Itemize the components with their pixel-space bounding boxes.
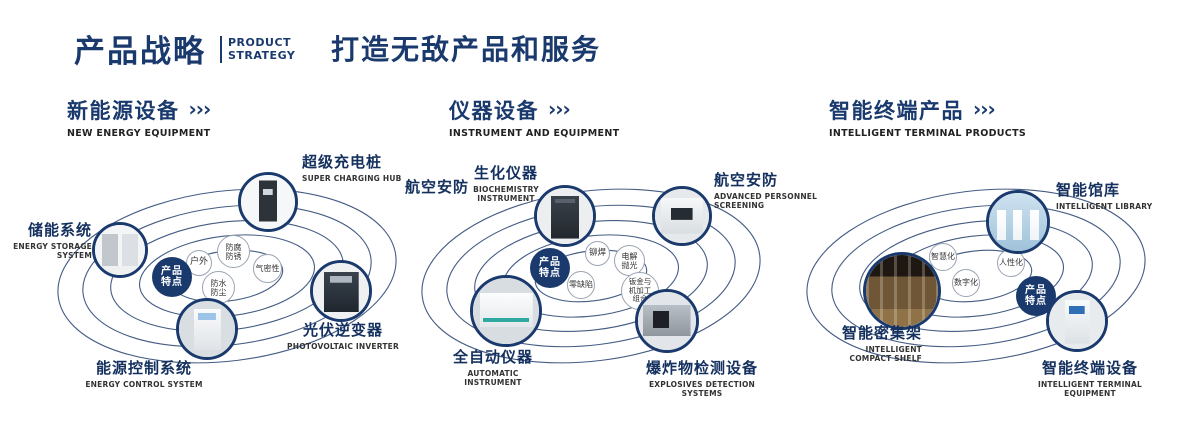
product-label-intelligent-library: 智能馆库 INTELLIGENT LIBRARY — [1056, 179, 1166, 211]
product-label-energy-control: 能源控制系统 ENERGY CONTROL SYSTEM — [80, 357, 208, 389]
product-name-en: BIOCHEMISTRY INSTRUMENT — [473, 185, 539, 203]
product-name-en: ENERGY CONTROL SYSTEM — [85, 380, 203, 389]
product-name-en: INTELLIGENT LIBRARY — [1056, 202, 1153, 211]
product-name: 智能密集架 — [841, 324, 922, 342]
product-label-automatic-instrument: 全自动仪器 AUTOMATIC INSTRUMENT — [438, 346, 548, 387]
feature-bubble: 零缺陷 — [567, 271, 595, 299]
compact-shelf-image — [866, 255, 938, 327]
feature-bubble: 智慧化 — [929, 243, 957, 271]
feature-bubble: 铆焊 — [585, 241, 610, 266]
product-circle-energy-control — [176, 298, 238, 360]
product-name-en: EXPLOSIVES DETECTION SYSTEMS — [648, 380, 756, 398]
badge-line2: 特点 — [161, 277, 183, 288]
page-title-en-line1: PRODUCT — [228, 36, 292, 49]
product-name-en: AUTOMATIC INSTRUMENT — [464, 369, 522, 387]
page-title: 产品战略 — [74, 34, 206, 70]
super-charger-image — [241, 175, 295, 229]
product-features-badge: 产品 特点 — [152, 257, 192, 297]
product-name: 爆炸物检测设备 — [645, 359, 758, 377]
pv-inverter-image — [313, 263, 369, 319]
personnel-screening-image — [655, 189, 709, 243]
product-name: 航空安防 — [714, 171, 779, 189]
product-name-en: INTELLIGENT COMPACT SHELF — [849, 345, 922, 363]
section-subtitle-en: NEW ENERGY EQUIPMENT — [67, 128, 211, 139]
badge-line1: 产品 — [161, 265, 183, 277]
badge-line1: 产品 — [539, 256, 561, 268]
section-title: 仪器设备 — [449, 99, 539, 123]
badge-line1: 产品 — [1025, 284, 1047, 296]
product-label-energy-storage: 储能系统 ENERGY STORAGE SYSTEM — [6, 219, 92, 260]
page-title-en: PRODUCT STRATEGY — [228, 36, 295, 62]
badge-line2: 特点 — [539, 268, 561, 279]
terminal-equipment-image — [1049, 293, 1105, 349]
triple-chevron-icon: ››› — [973, 96, 996, 121]
biochemistry-image — [537, 188, 593, 244]
automatic-instrument-image — [473, 278, 539, 344]
product-circle-pv-inverter — [310, 260, 372, 322]
product-circle-explosives-detection — [635, 289, 699, 353]
product-name: 全自动仪器 — [452, 348, 533, 366]
product-features-badge: 产品 特点 — [530, 248, 570, 288]
product-circle-energy-storage — [92, 222, 148, 278]
product-label-super-charger: 超级充电桩 SUPER CHARGING HUB — [302, 151, 420, 183]
product-name: 智能终端设备 — [1041, 359, 1138, 377]
feature-bubble: 人性化 — [997, 249, 1025, 277]
product-label-personnel-screening: 航空安防 ADVANCED PERSONNEL SCREENING — [714, 169, 822, 210]
triple-chevron-icon: ››› — [188, 96, 212, 121]
product-circle-biochemistry — [534, 185, 596, 247]
product-name-en: SUPER CHARGING HUB — [302, 174, 402, 183]
feature-bubble: 气密性 — [253, 254, 282, 283]
product-circle-super-charger — [238, 172, 298, 232]
product-circle-automatic-instrument — [470, 275, 542, 347]
product-name-en: PHOTOVOLTAIC INVERTER — [287, 342, 399, 351]
section-subtitle-en: INSTRUMENT AND EQUIPMENT — [449, 128, 620, 139]
feature-bubble: 防腐防锈 — [217, 235, 250, 268]
product-circle-compact-shelf — [863, 252, 941, 330]
page-title-en-line2: STRATEGY — [228, 49, 296, 62]
feature-bubble: 电解抛光 — [614, 245, 645, 276]
product-name: 智能馆库 — [1056, 181, 1121, 199]
product-name: 储能系统 — [27, 221, 92, 239]
product-name-en: ADVANCED PERSONNEL SCREENING — [714, 192, 818, 210]
product-label-biochemistry: 生化仪器 BIOCHEMISTRY INSTRUMENT — [452, 162, 560, 203]
header-divider — [220, 36, 222, 63]
product-circle-personnel-screening — [652, 186, 712, 246]
product-name: 能源控制系统 — [95, 359, 192, 377]
intelligent-library-image — [989, 193, 1047, 251]
section-title: 智能终端产品 — [829, 99, 964, 123]
feature-bubble: 数字化 — [952, 269, 980, 297]
aviation-security-label: 航空安防 — [405, 178, 470, 196]
product-label-pv-inverter: 光伏逆变器 PHOTOVOLTAIC INVERTER — [283, 319, 403, 351]
section-new-energy-header: 新能源设备 ››› NEW ENERGY EQUIPMENT — [67, 95, 212, 140]
badge-line2: 特点 — [1025, 296, 1047, 307]
section-instruments-header: 仪器设备 ››› INSTRUMENT AND EQUIPMENT — [449, 95, 620, 140]
energy-control-image — [179, 301, 235, 357]
product-name-en: INTELLIGENT TERMINAL EQUIPMENT — [1037, 380, 1143, 398]
section-intelligent-terminal-header: 智能终端产品 ››› INTELLIGENT TERMINAL PRODUCTS — [829, 95, 1027, 140]
product-name: 超级充电桩 — [302, 153, 383, 171]
section-subtitle-en: INTELLIGENT TERMINAL PRODUCTS — [829, 128, 1027, 139]
product-circle-terminal-equipment — [1046, 290, 1108, 352]
product-name-en: ENERGY STORAGE SYSTEM — [13, 242, 92, 260]
triple-chevron-icon: ››› — [548, 96, 571, 121]
product-circle-intelligent-library — [986, 190, 1050, 254]
product-label-compact-shelf: 智能密集架 INTELLIGENT COMPACT SHELF — [823, 322, 922, 363]
product-label-terminal-equipment: 智能终端设备 INTELLIGENT TERMINAL EQUIPMENT — [1020, 357, 1160, 398]
product-name: 光伏逆变器 — [302, 321, 383, 339]
energy-storage-image — [95, 225, 145, 275]
explosives-detection-image — [638, 292, 696, 350]
product-label-explosives-detection: 爆炸物检测设备 EXPLOSIVES DETECTION SYSTEMS — [628, 357, 776, 398]
tagline: 打造无敌产品和服务 — [331, 33, 602, 66]
section-title: 新能源设备 — [67, 99, 180, 123]
product-name: 生化仪器 — [473, 164, 538, 182]
